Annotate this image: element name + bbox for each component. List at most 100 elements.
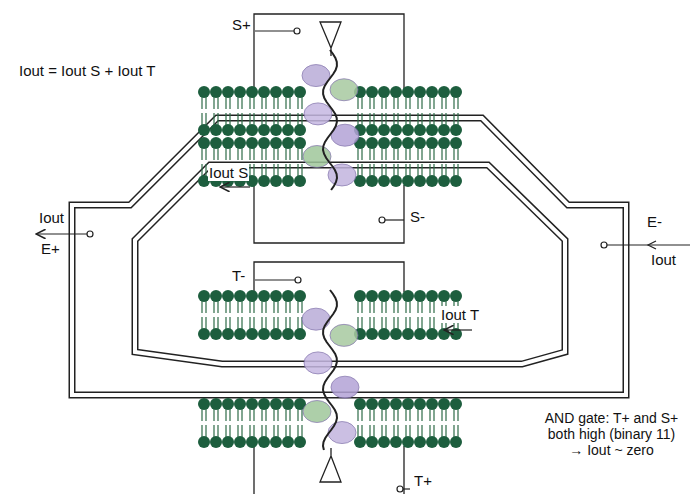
lipid-tail	[253, 425, 254, 437]
lipid-tail	[289, 113, 290, 125]
lipid-head	[258, 436, 270, 448]
lipid-tail	[261, 301, 262, 313]
lipid-tail	[397, 164, 398, 176]
lipid-tail	[357, 164, 358, 176]
lipid-tail	[445, 164, 446, 176]
gate-cone	[320, 448, 341, 482]
lipid-tail	[297, 409, 298, 421]
lipid-tail	[429, 148, 430, 160]
lipid-tail	[417, 301, 418, 313]
lipid-head	[282, 328, 294, 340]
lipid-tail	[405, 317, 406, 329]
lipid-tail	[301, 409, 302, 421]
lipid-tail	[433, 301, 434, 313]
lipid-tail	[429, 409, 430, 421]
lipid-head	[450, 290, 462, 302]
lipid-head	[234, 398, 246, 410]
lipid-tail	[421, 97, 422, 109]
lipid-head	[366, 328, 378, 340]
lipid-tail	[381, 97, 382, 109]
lipid-head	[438, 86, 450, 98]
tube	[72, 118, 626, 395]
lipid-tail	[225, 425, 226, 437]
lipid-head	[282, 124, 294, 136]
lipid-head	[210, 124, 222, 136]
lipid-tail	[433, 409, 434, 421]
lipid-tail	[225, 113, 226, 125]
lipid-head	[282, 436, 294, 448]
terminal-label: S+	[231, 16, 252, 33]
lipid-tail	[409, 97, 410, 109]
lipid-tail	[273, 425, 274, 437]
lipid-head	[294, 86, 306, 98]
lipid-tail	[217, 409, 218, 421]
lipid-tail	[249, 317, 250, 329]
lipid-tail	[441, 113, 442, 125]
lipid-tail	[273, 301, 274, 313]
lipid-head	[270, 436, 282, 448]
lipid-tail	[373, 317, 374, 329]
lipid-head	[426, 86, 438, 98]
terminal-wires	[36, 28, 690, 492]
lipid-tail	[213, 301, 214, 313]
lipid-tail	[237, 97, 238, 109]
lipid-tail	[289, 164, 290, 176]
lipid-head	[282, 175, 294, 187]
lipid-tail	[441, 425, 442, 437]
lipid-head	[426, 436, 438, 448]
lipid-tail	[393, 301, 394, 313]
lipid-tail	[205, 148, 206, 160]
lipid-tail	[357, 97, 358, 109]
lipid-head	[246, 137, 258, 149]
lipid-tail	[285, 409, 286, 421]
lipid-head	[258, 124, 270, 136]
lipid-tail	[373, 164, 374, 176]
lipid-head	[390, 290, 402, 302]
lipid-tail	[249, 301, 250, 313]
lipid-tail	[277, 148, 278, 160]
lipid-tail	[369, 317, 370, 329]
protein-domain	[331, 376, 359, 398]
lipid-head	[282, 290, 294, 302]
lipid-tail	[249, 425, 250, 437]
lipid-tail	[429, 301, 430, 313]
lipid-head	[210, 436, 222, 448]
lipid-tail	[385, 301, 386, 313]
lipid-tail	[237, 409, 238, 421]
lipid-tail	[453, 97, 454, 109]
lipid-head	[378, 398, 390, 410]
lipid-tail	[213, 425, 214, 437]
lipid-tail	[385, 317, 386, 329]
lipid-head	[198, 436, 210, 448]
lipid-head	[366, 124, 378, 136]
lipid-head	[294, 436, 306, 448]
lipid-tail	[301, 301, 302, 313]
lipid-head	[438, 398, 450, 410]
lipid-tail	[361, 97, 362, 109]
lipid-tail	[237, 317, 238, 329]
lipid-tail	[393, 425, 394, 437]
lipid-tail	[213, 113, 214, 125]
lipid-head	[450, 398, 462, 410]
lipid-tail	[229, 317, 230, 329]
lipid-tail	[201, 97, 202, 109]
lipid-tail	[229, 97, 230, 109]
lipid-head	[246, 328, 258, 340]
lipid-tail	[357, 113, 358, 125]
lipid-tail	[409, 164, 410, 176]
lipid-head	[354, 398, 366, 410]
lipid-head	[198, 328, 210, 340]
lipid-tail	[289, 148, 290, 160]
lipid-tail	[241, 301, 242, 313]
lipid-head	[258, 328, 270, 340]
lipid-tail	[253, 97, 254, 109]
lipid-head	[198, 290, 210, 302]
lipid-tail	[285, 148, 286, 160]
lipid-head	[378, 175, 390, 187]
lipid-tail	[397, 317, 398, 329]
protein-domain	[302, 308, 330, 330]
lipid-head	[222, 398, 234, 410]
lipid-tail	[253, 409, 254, 421]
lipid-tail	[249, 148, 250, 160]
lipid-tail	[277, 97, 278, 109]
